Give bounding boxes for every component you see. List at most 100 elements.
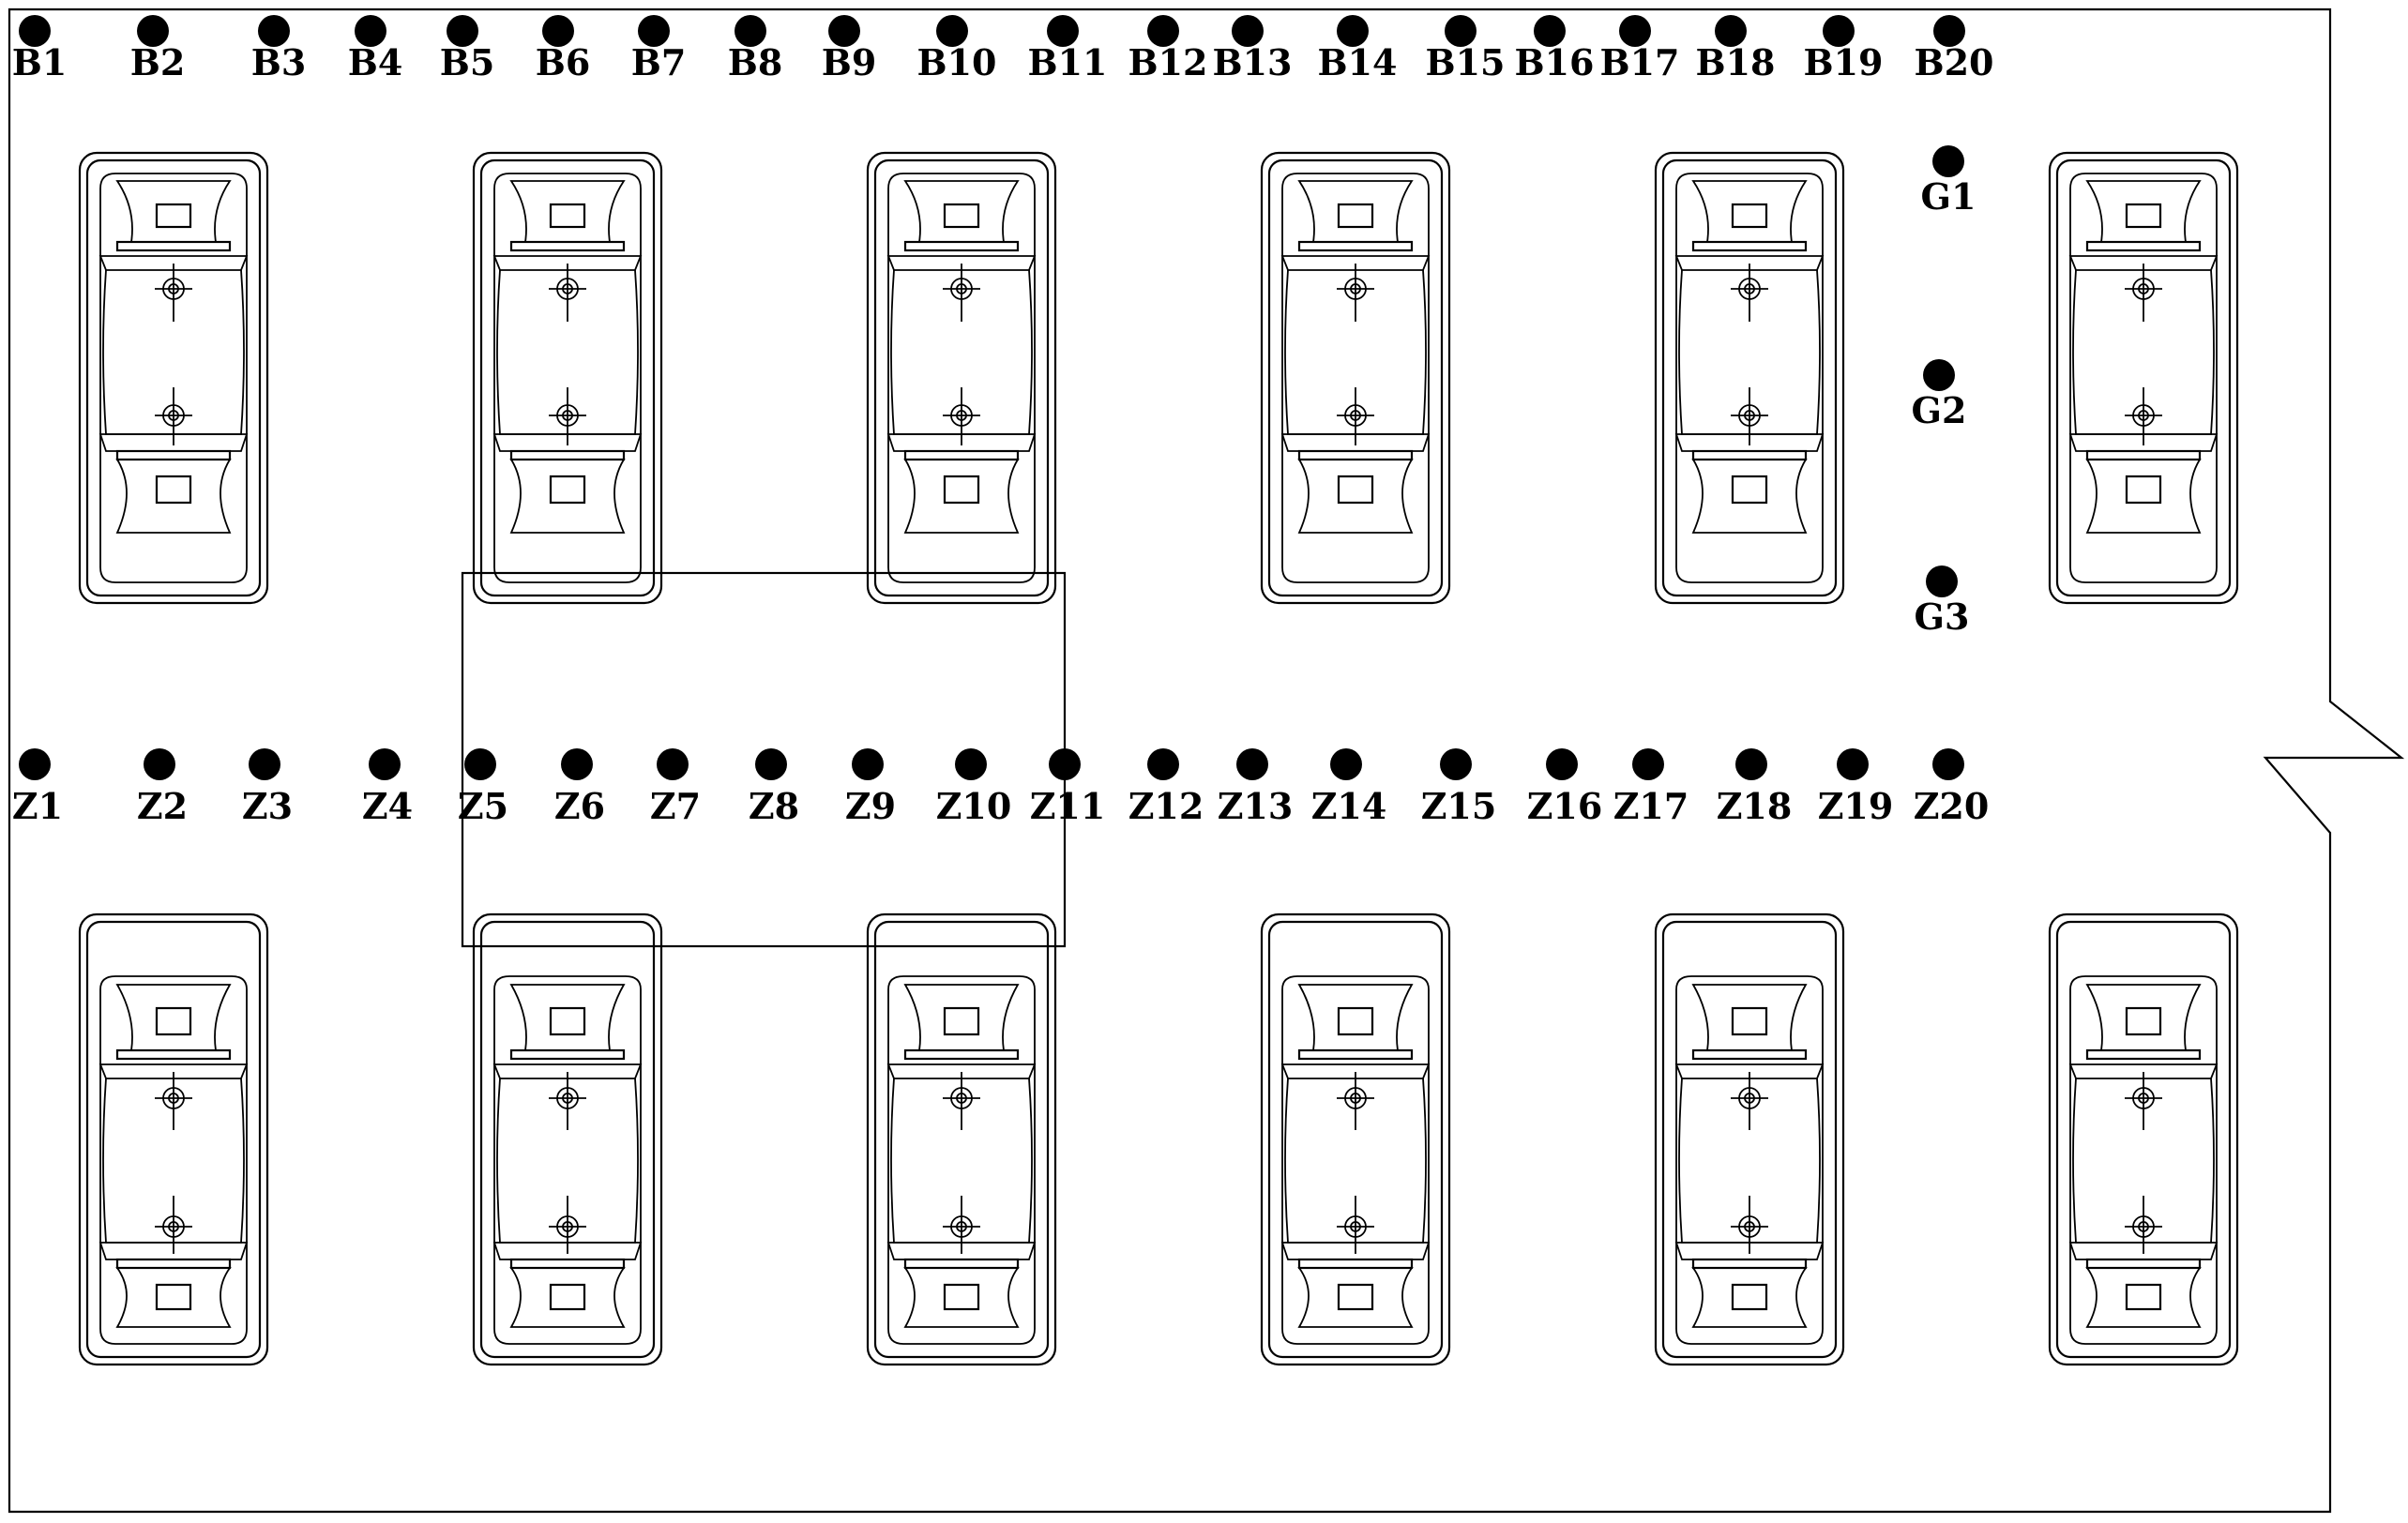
seat-lower-3 [866, 912, 1057, 1366]
point-b11-label: B11 [1028, 41, 1108, 83]
point-b1-label: B1 [12, 41, 68, 83]
point-z19-marker [1837, 748, 1869, 780]
point-b10-label: B10 [917, 41, 997, 83]
point-z4-marker [369, 748, 401, 780]
point-z12-label: Z12 [1128, 785, 1204, 827]
seat-upper-6 [2048, 151, 2239, 605]
point-z15-marker [1440, 748, 1472, 780]
seat-upper-4 [1260, 151, 1451, 605]
point-z7-marker [657, 748, 689, 780]
point-z17-marker [1632, 748, 1664, 780]
point-b12-label: B12 [1128, 41, 1208, 83]
point-b5-marker [447, 15, 478, 47]
seat-lower-6 [2048, 912, 2239, 1366]
point-g2-marker [1923, 359, 1955, 391]
point-z14-label: Z14 [1311, 785, 1387, 827]
point-g3-label: G3 [1915, 596, 1970, 638]
point-g1-marker [1932, 145, 1964, 177]
point-b15-label: B15 [1426, 41, 1506, 83]
point-b15-marker [1445, 15, 1477, 47]
point-z12-marker [1147, 748, 1179, 780]
point-z17-label: Z17 [1613, 785, 1689, 827]
seat-lower-1 [78, 912, 269, 1366]
seat-upper-5 [1654, 151, 1845, 605]
point-z15-label: Z15 [1421, 785, 1497, 827]
point-g1-label: G1 [1921, 175, 1976, 218]
point-b9-marker [828, 15, 860, 47]
point-b7-label: B7 [631, 41, 687, 83]
point-z16-marker [1546, 748, 1578, 780]
point-b1-marker [19, 15, 51, 47]
point-b17-label: B17 [1600, 41, 1680, 83]
point-b18-marker [1715, 15, 1747, 47]
point-z2-label: Z2 [137, 785, 188, 827]
point-z16-label: Z16 [1527, 785, 1603, 827]
point-z14-marker [1330, 748, 1362, 780]
point-z6-marker [561, 748, 593, 780]
point-b6-marker [542, 15, 574, 47]
point-b2-marker [137, 15, 169, 47]
point-z1-label: Z1 [12, 785, 63, 827]
point-z3-label: Z3 [242, 785, 293, 827]
seat-lower-5 [1654, 912, 1845, 1366]
point-b8-marker [735, 15, 766, 47]
point-z7-label: Z7 [650, 785, 701, 827]
point-b10-marker [936, 15, 968, 47]
point-b11-marker [1047, 15, 1079, 47]
point-z8-label: Z8 [749, 785, 799, 827]
point-z11-marker [1049, 748, 1081, 780]
point-z6-label: Z6 [554, 785, 605, 827]
seat-upper-1 [78, 151, 269, 605]
point-g2-label: G2 [1912, 389, 1967, 431]
point-z4-label: Z4 [362, 785, 413, 827]
point-z20-label: Z20 [1914, 785, 1990, 827]
point-z9-marker [852, 748, 884, 780]
point-b3-label: B3 [251, 41, 307, 83]
point-b7-marker [638, 15, 670, 47]
point-z5-label: Z5 [458, 785, 508, 827]
point-b2-label: B2 [130, 41, 186, 83]
point-z19-label: Z19 [1818, 785, 1894, 827]
seat-lower-4 [1260, 912, 1451, 1366]
seat-upper-3 [866, 151, 1057, 605]
point-z8-marker [755, 748, 787, 780]
point-z3-marker [249, 748, 280, 780]
point-z2-marker [144, 748, 175, 780]
point-b20-marker [1933, 15, 1965, 47]
point-b3-marker [258, 15, 290, 47]
point-z5-marker [464, 748, 496, 780]
point-b16-marker [1534, 15, 1566, 47]
point-b19-marker [1823, 15, 1855, 47]
point-b20-label: B20 [1915, 41, 1994, 83]
point-b13-marker [1232, 15, 1264, 47]
point-b9-label: B9 [822, 41, 877, 83]
point-z11-label: Z11 [1030, 785, 1106, 827]
point-z1-marker [19, 748, 51, 780]
frame-outline [8, 8, 2405, 1514]
seat-upper-2 [472, 151, 663, 605]
point-z13-label: Z13 [1218, 785, 1294, 827]
point-b4-label: B4 [348, 41, 403, 83]
point-b5-label: B5 [440, 41, 495, 83]
point-b19-label: B19 [1804, 41, 1884, 83]
point-b14-marker [1337, 15, 1369, 47]
point-z10-marker [955, 748, 987, 780]
point-b13-label: B13 [1213, 41, 1293, 83]
point-z9-label: Z9 [845, 785, 896, 827]
point-z18-marker [1735, 748, 1767, 780]
point-b4-marker [355, 15, 386, 47]
point-b16-label: B16 [1515, 41, 1595, 83]
point-z20-marker [1932, 748, 1964, 780]
point-z13-marker [1236, 748, 1268, 780]
point-b18-label: B18 [1696, 41, 1776, 83]
seat-lower-2 [472, 912, 663, 1366]
point-b6-label: B6 [536, 41, 591, 83]
point-b14-label: B14 [1318, 41, 1398, 83]
point-b8-label: B8 [728, 41, 783, 83]
point-b17-marker [1619, 15, 1651, 47]
point-b12-marker [1147, 15, 1179, 47]
point-z18-label: Z18 [1717, 785, 1793, 827]
point-z10-label: Z10 [936, 785, 1012, 827]
